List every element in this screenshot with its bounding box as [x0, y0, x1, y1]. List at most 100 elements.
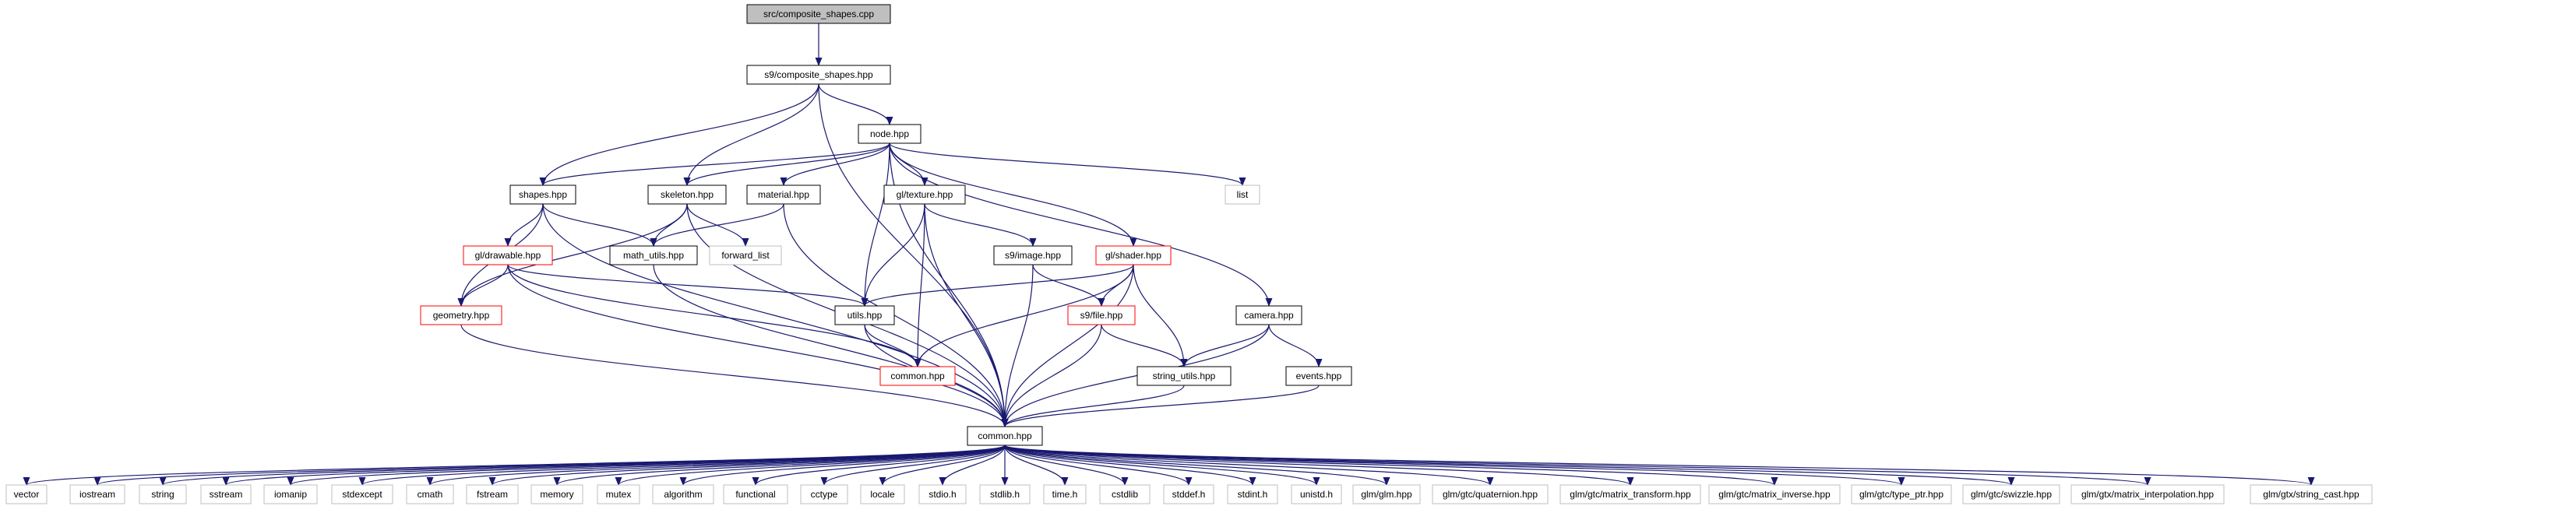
edge-shapes-to-common: [542, 203, 1009, 427]
node-label-memory: memory: [540, 489, 573, 500]
node-glmsc: glm/gtx/string_cast.hpp: [2250, 484, 2373, 504]
node-box-glmquat: [1432, 484, 1549, 504]
node-string: string: [139, 484, 187, 504]
edge-node-to-utils: [861, 142, 890, 307]
node-label-vector: vector: [14, 489, 40, 500]
node-box-timeh: [1043, 484, 1087, 504]
edge-common-to-stddefh: [1004, 444, 1193, 486]
edge-common-to-cstdlib: [1004, 444, 1129, 486]
node-label-glmquat: glm/gtc/quaternion.hpp: [1443, 489, 1538, 500]
edge-common-to-locale: [879, 444, 1006, 486]
node-label-cctype: cctype: [811, 489, 838, 500]
edge-common-to-glmmt: [1004, 444, 1634, 486]
edge-glshader-to-commonred: [914, 264, 1134, 367]
edge-skeleton-to-geometry: [457, 203, 688, 307]
node-label-glmmt: glm/gtc/matrix_transform.hpp: [1570, 489, 1691, 500]
node-unistdh: unistd.h: [1291, 484, 1342, 504]
node-label-gltexture: gl/texture.hpp: [897, 189, 953, 200]
edge-common-to-stdexcept: [358, 444, 1006, 486]
node-cmath: cmath: [406, 484, 454, 504]
node-label-material: material.hpp: [758, 189, 809, 200]
node-gltexture[interactable]: gl/texture.hpp: [883, 184, 966, 205]
node-label-iostream: iostream: [79, 489, 115, 500]
node-box-stdlibh: [979, 484, 1031, 504]
node-node[interactable]: node.hpp: [858, 124, 922, 144]
node-events[interactable]: events.hpp: [1285, 366, 1352, 386]
node-composite[interactable]: s9/composite_shapes.hpp: [746, 65, 891, 85]
edge-common-to-glmquat: [1004, 444, 1494, 486]
node-utils[interactable]: utils.hpp: [834, 305, 895, 325]
node-label-events: events.hpp: [1296, 371, 1342, 381]
edge-common-to-glmsw: [1004, 444, 2014, 486]
node-box-memory: [530, 484, 583, 504]
edge-common-to-algorithm: [679, 444, 1006, 486]
node-box-glmsw: [1962, 484, 2060, 504]
node-label-utils: utils.hpp: [848, 310, 883, 321]
node-material[interactable]: material.hpp: [746, 184, 821, 205]
edge-node-to-shapes: [539, 142, 890, 186]
node-label-glmmi: glm/gtc/matrix_inverse.hpp: [1718, 489, 1831, 500]
node-label-composite: s9/composite_shapes.hpp: [764, 69, 873, 80]
node-glmmint: glm/gtx/matrix_interpolation.hpp: [2070, 484, 2225, 504]
node-label-skeleton: skeleton.hpp: [661, 189, 714, 200]
node-mathutils[interactable]: math_utils.hpp: [609, 245, 698, 265]
node-label-fstream: fstream: [477, 489, 508, 500]
node-geometry[interactable]: geometry.hpp: [420, 305, 502, 325]
node-stdlibh: stdlib.h: [979, 484, 1031, 504]
edge-camera-to-events: [1268, 324, 1323, 367]
edge-geometry-to-common: [460, 324, 1009, 427]
node-label-glmtp: glm/gtc/type_ptr.hpp: [1859, 489, 1943, 500]
node-box-functional: [723, 484, 788, 504]
node-common[interactable]: common.hpp: [967, 426, 1043, 446]
node-camera[interactable]: camera.hpp: [1235, 305, 1302, 325]
edge-node-to-glshader: [889, 142, 1137, 247]
node-s9image[interactable]: s9/image.hpp: [993, 245, 1073, 265]
edge-common-to-timeh: [1004, 444, 1069, 486]
edge-gldrawable-to-common: [507, 264, 1009, 427]
node-stringutils[interactable]: string_utils.hpp: [1136, 366, 1232, 386]
node-box-unistdh: [1291, 484, 1342, 504]
node-root[interactable]: src/composite_shapes.cpp: [746, 4, 891, 24]
node-iostream: iostream: [69, 484, 125, 504]
edge-common-to-stdinth: [1004, 444, 1256, 486]
node-label-glmsc: glm/gtx/string_cast.hpp: [2263, 489, 2359, 500]
node-skeleton[interactable]: skeleton.hpp: [647, 184, 727, 205]
node-label-unistdh: unistd.h: [1300, 489, 1333, 500]
node-label-glshader: gl/shader.hpp: [1105, 250, 1161, 261]
node-cstdlib: cstdlib: [1099, 484, 1151, 504]
edge-material-to-mathutils: [650, 203, 784, 247]
edge-gltexture-to-s9image: [924, 203, 1037, 247]
node-box-glshader: [1095, 245, 1172, 265]
node-box-s9image: [993, 245, 1073, 265]
node-glmglm: glm/glm.hpp: [1352, 484, 1421, 504]
node-glshader[interactable]: gl/shader.hpp: [1095, 245, 1172, 265]
node-box-forwardlist: [709, 245, 782, 265]
node-box-glmmt: [1559, 484, 1701, 504]
edge-utils-to-commonred: [864, 324, 922, 367]
edge-camera-to-stringutils: [1180, 324, 1270, 367]
node-box-gltexture: [883, 184, 966, 205]
node-box-geometry: [420, 305, 502, 325]
node-label-stdlibh: stdlib.h: [990, 489, 1020, 500]
edge-gldrawable-to-commonred: [507, 264, 922, 367]
node-gldrawable[interactable]: gl/drawable.hpp: [463, 245, 553, 265]
node-label-glmsw: glm/gtc/swizzle.hpp: [1971, 489, 2052, 500]
node-box-iostream: [69, 484, 125, 504]
edge-gltexture-to-commonred: [914, 203, 925, 367]
node-label-glmmint: glm/gtx/matrix_interpolation.hpp: [2081, 489, 2214, 500]
node-box-locale: [860, 484, 905, 504]
edge-gldrawable-to-utils: [507, 264, 869, 307]
edge-node-to-gltexture: [889, 142, 929, 186]
node-label-string: string: [151, 489, 174, 500]
node-shapes[interactable]: shapes.hpp: [509, 184, 576, 205]
node-label-commonred: common.hpp: [890, 371, 945, 381]
node-label-functional: functional: [735, 489, 775, 500]
node-commonred[interactable]: common.hpp: [879, 366, 956, 386]
node-box-cctype: [800, 484, 848, 504]
node-label-geometry: geometry.hpp: [433, 310, 490, 321]
node-box-cstdlib: [1099, 484, 1151, 504]
edge-common-to-glmtp: [1004, 444, 1905, 486]
node-s9file[interactable]: s9/file.hpp: [1067, 305, 1136, 325]
edge-common-to-functional: [752, 444, 1006, 486]
node-box-glmmi: [1708, 484, 1841, 504]
